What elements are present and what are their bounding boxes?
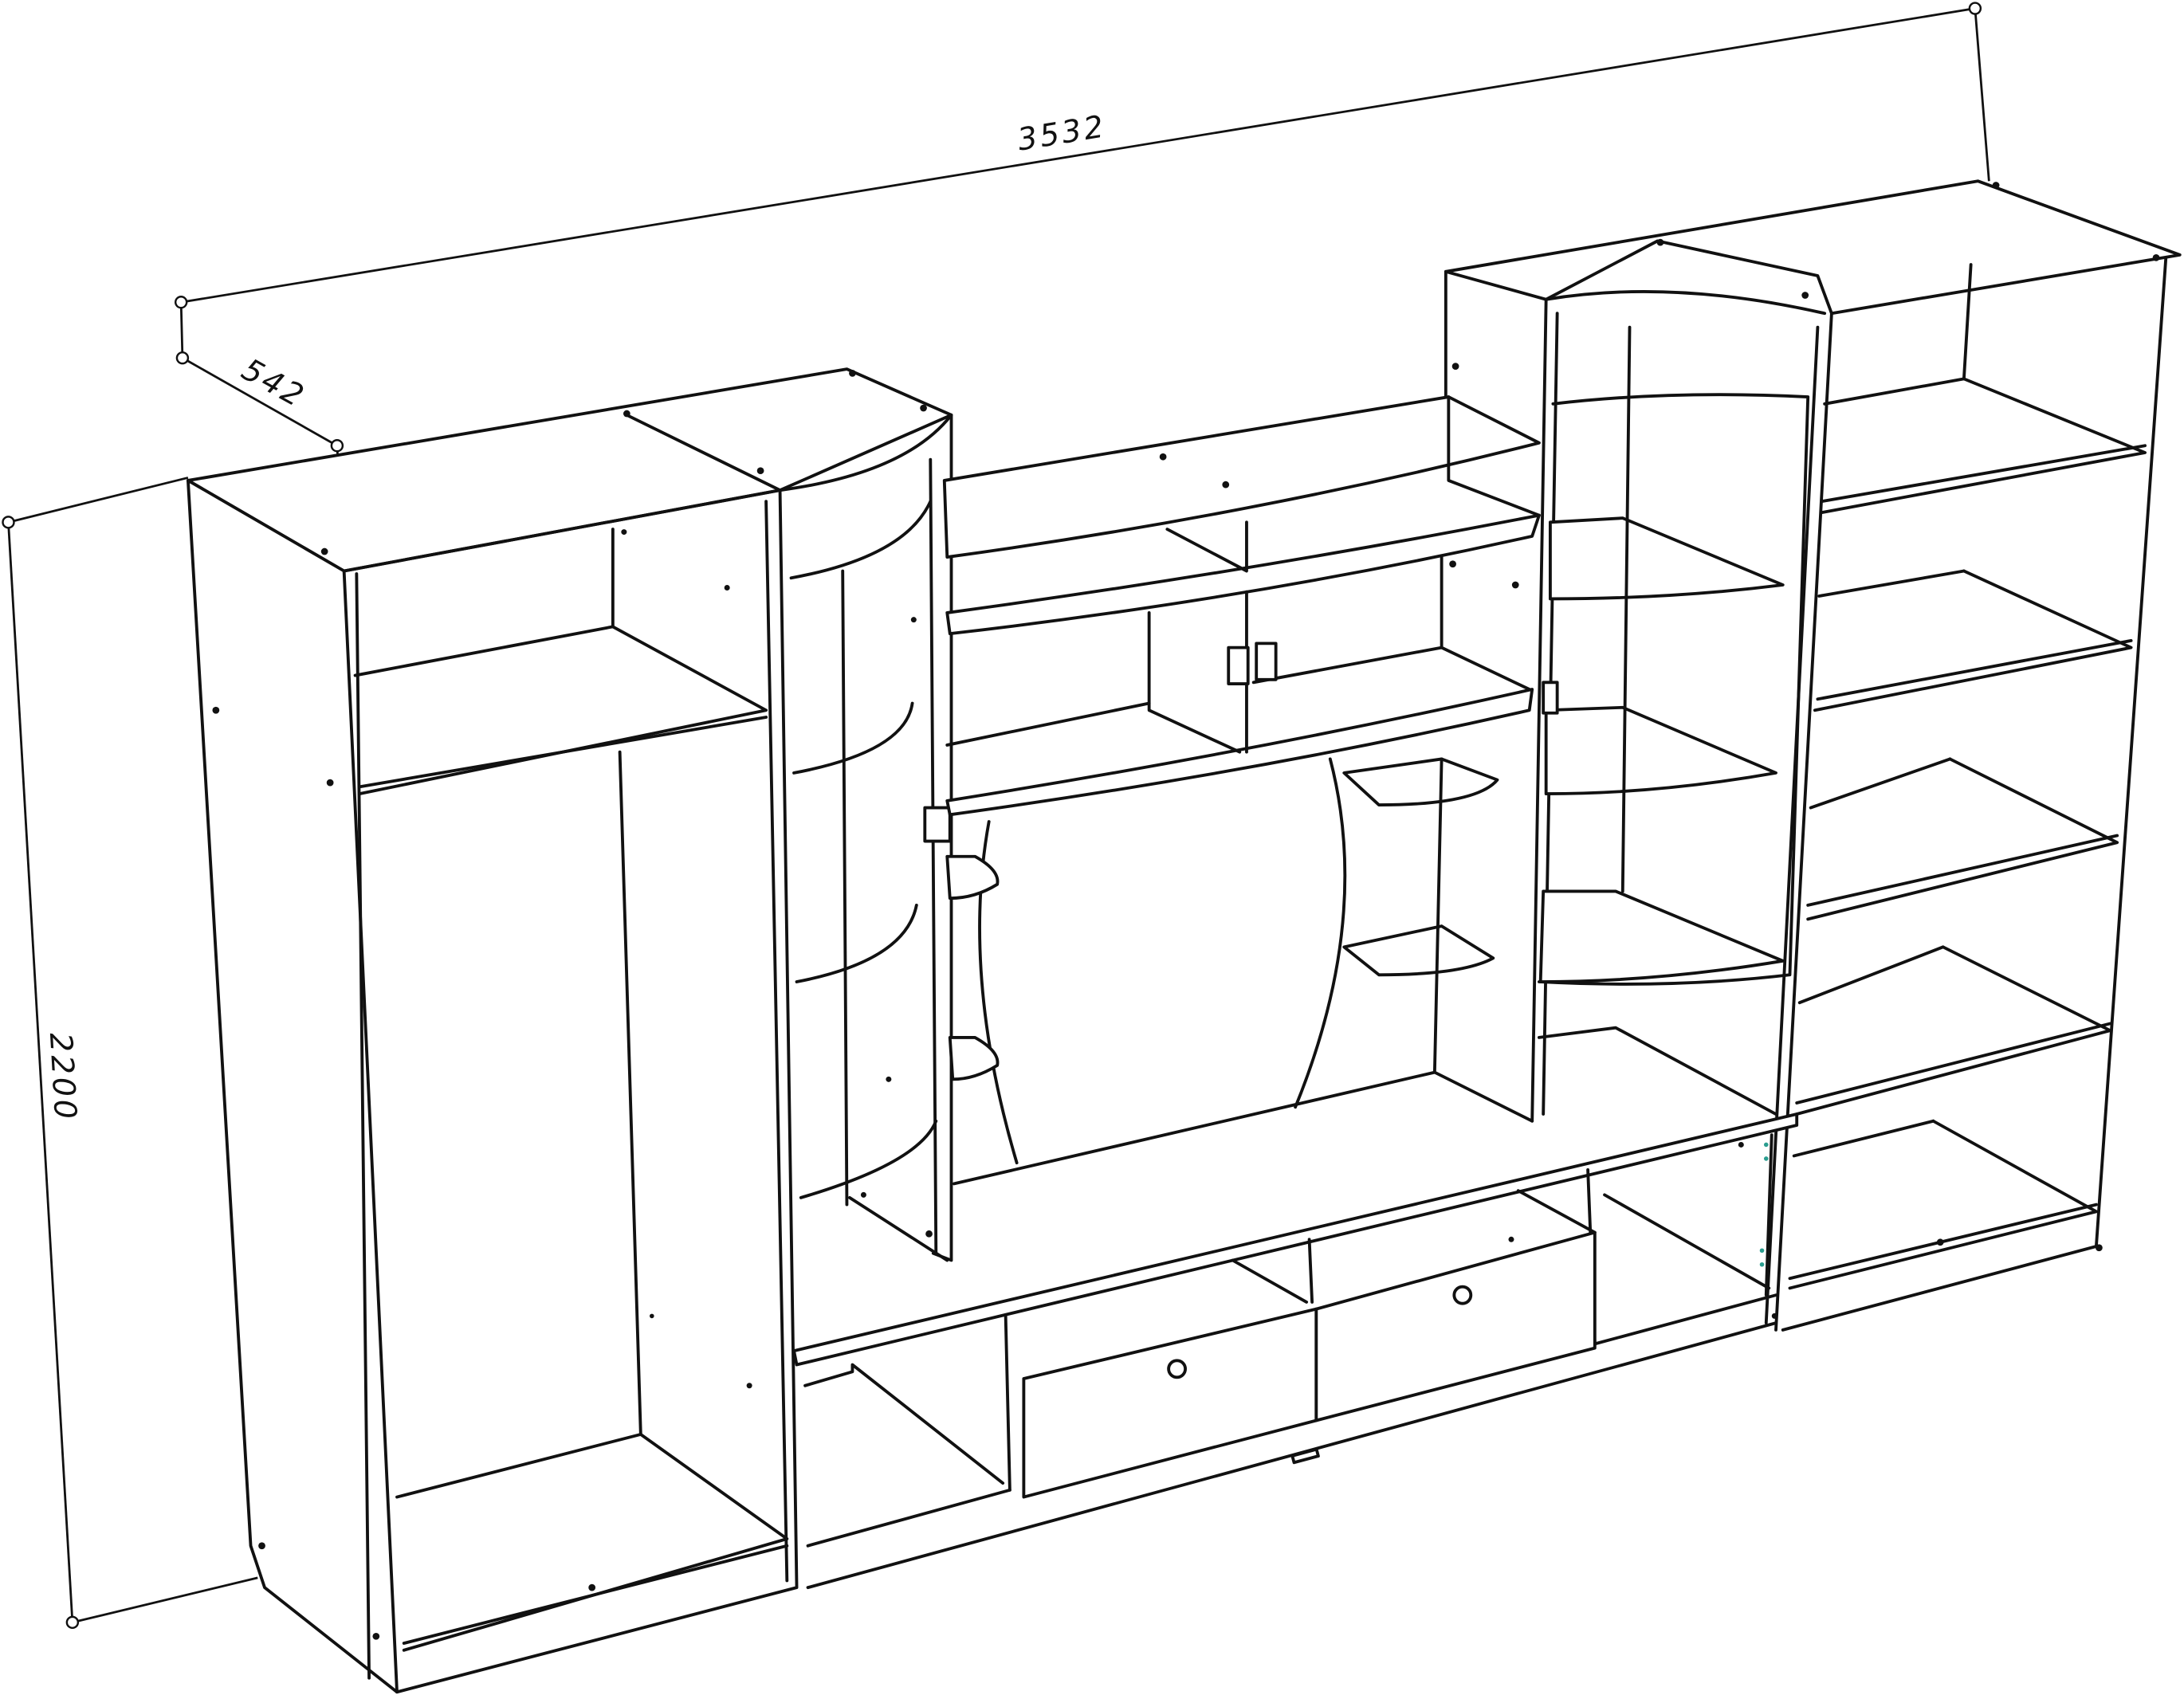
- drawer-left-knob-icon: [1167, 1359, 1188, 1379]
- height-label: 2200: [42, 1032, 83, 1123]
- tv-base: [792, 1112, 1799, 1590]
- center-top-shelves: [942, 395, 1541, 817]
- left-wardrobe: [186, 367, 953, 1694]
- fastener-dots: [212, 182, 2160, 1640]
- depth-label: 542: [236, 351, 312, 415]
- width-label: 3532: [1015, 108, 1109, 158]
- drawer-right-knob-icon: [1452, 1285, 1473, 1305]
- dimension-height: 2200: [2, 477, 258, 1630]
- drawer-right[interactable]: [1314, 1230, 1597, 1422]
- dimension-width: 3532: [174, 2, 1990, 359]
- right-bookcase: [1764, 256, 2168, 1332]
- left-corner-shelves: [778, 413, 953, 1262]
- drawer-left[interactable]: [1022, 1307, 1318, 1499]
- right-corner-shelves: [1444, 179, 2182, 1123]
- center-open-area: [945, 757, 1534, 1186]
